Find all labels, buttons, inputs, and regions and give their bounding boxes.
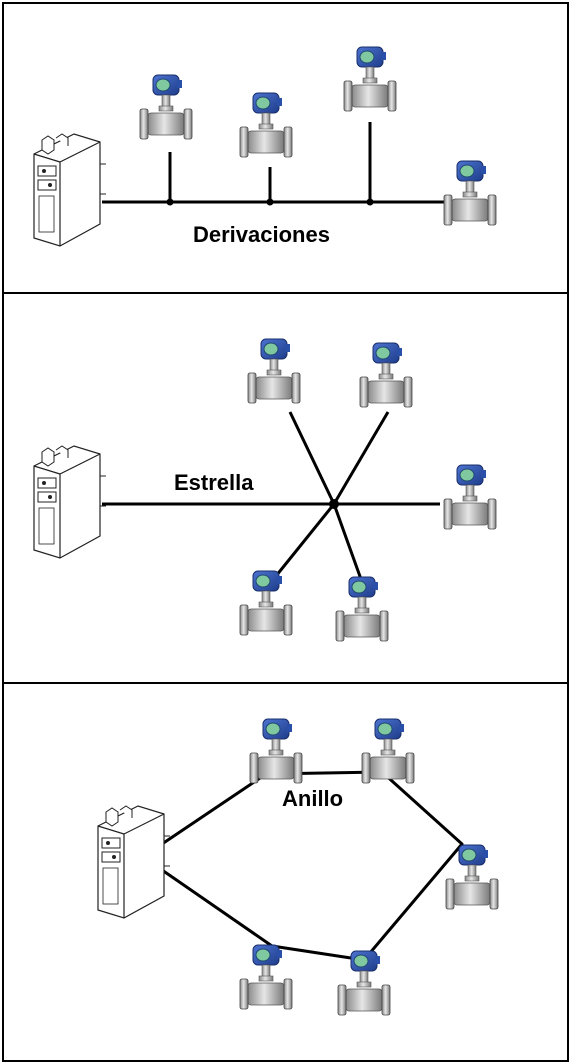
topology-label: Anillo — [282, 786, 344, 811]
panel-anillo: Anillo — [2, 682, 569, 1062]
spoke-line — [332, 503, 364, 583]
topology-label: Estrella — [174, 470, 254, 495]
power-module — [33, 133, 107, 247]
spoke-line — [332, 411, 390, 505]
flowmeter — [443, 464, 497, 530]
topology-label: Derivaciones — [193, 222, 330, 247]
flowmeter — [239, 570, 293, 636]
power-module — [33, 445, 107, 559]
flowmeter — [359, 342, 413, 408]
star-hub — [329, 499, 339, 509]
flowmeter — [361, 718, 415, 784]
diagram-anillo — [97, 718, 499, 1016]
spoke-line — [274, 503, 336, 577]
spoke-line — [288, 411, 336, 505]
flowmeter — [249, 718, 303, 784]
panel-derivaciones: Derivaciones — [2, 2, 569, 294]
flowmeter — [443, 160, 497, 226]
flowmeter — [239, 92, 293, 158]
flowmeter — [337, 950, 391, 1016]
power-module — [97, 805, 171, 919]
flowmeter — [239, 944, 293, 1010]
junction-dot — [366, 198, 374, 206]
diagram-estrella — [33, 338, 497, 642]
diagram-derivaciones — [33, 46, 497, 247]
flowmeter — [139, 74, 193, 140]
junction-dot — [166, 198, 174, 206]
flowmeter — [343, 46, 397, 112]
flowmeter — [247, 338, 301, 404]
junction-dot — [266, 198, 274, 206]
flowmeter — [335, 576, 389, 642]
panel-estrella: Estrella — [2, 292, 569, 684]
